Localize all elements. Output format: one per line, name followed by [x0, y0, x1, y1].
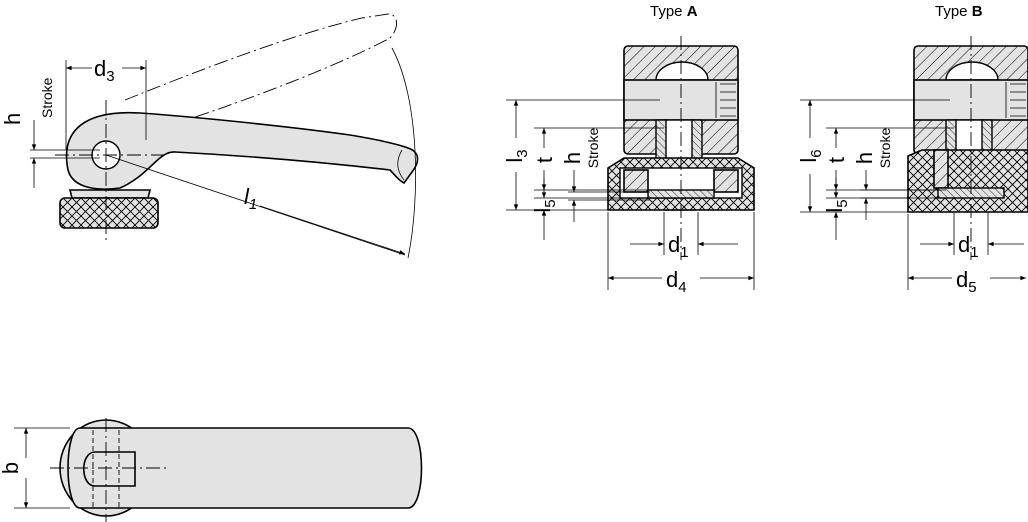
t-label-b: t — [824, 157, 849, 163]
type-a-section: Type A l3 t h Strok — [502, 3, 755, 296]
l5-label-a: l5 — [530, 199, 559, 212]
cam-curve-b — [945, 61, 999, 81]
base-inner-left-a — [623, 169, 649, 193]
lever-body — [65, 111, 419, 190]
type-b-section: Type B l6 t h Stroke — [796, 3, 1028, 296]
side-view: d3 h Stroke l1 — [0, 13, 419, 259]
d3-label: d3 — [94, 56, 115, 85]
d5-label: d5 — [956, 267, 977, 296]
pin-knurl-a — [720, 83, 736, 117]
lever-open-position — [124, 13, 397, 126]
top-view: b — [0, 418, 423, 522]
d1-label-a: d1 — [668, 232, 689, 261]
l1-arc — [391, 47, 417, 259]
pin-knurl-b — [1010, 83, 1026, 117]
d1-label-b: d1 — [958, 232, 979, 261]
t-label-a: t — [532, 157, 557, 163]
stroke-label-a: Stroke — [585, 128, 601, 169]
l1-reference-line — [105, 154, 406, 256]
l3-label: l3 — [502, 149, 531, 162]
l1-arrow — [259, 205, 406, 255]
nut-collar — [68, 189, 152, 199]
h-label-b: h — [852, 152, 877, 164]
stroke-label: Stroke — [39, 77, 55, 118]
lever-tip-edge — [397, 149, 405, 181]
type-b-title: Type B — [935, 3, 983, 20]
l6-label: l6 — [796, 149, 825, 162]
type-a-title: Type A — [650, 3, 698, 20]
h-label: h — [0, 113, 25, 125]
lever-top — [67, 427, 423, 509]
l5-label-b: l5 — [822, 199, 851, 212]
cam-curve-a — [655, 61, 709, 81]
d4-label: d4 — [666, 267, 687, 296]
stroke-label-b: Stroke — [877, 128, 893, 169]
base-nut-b — [907, 149, 1028, 213]
l1-label: l1 — [244, 184, 257, 213]
base-inner-right-a — [713, 169, 739, 193]
base-inner-left-b — [933, 149, 949, 189]
knurled-nut — [59, 197, 159, 229]
cam-slot — [82, 451, 136, 487]
b-label: b — [0, 462, 23, 474]
h-label-a: h — [560, 152, 585, 164]
